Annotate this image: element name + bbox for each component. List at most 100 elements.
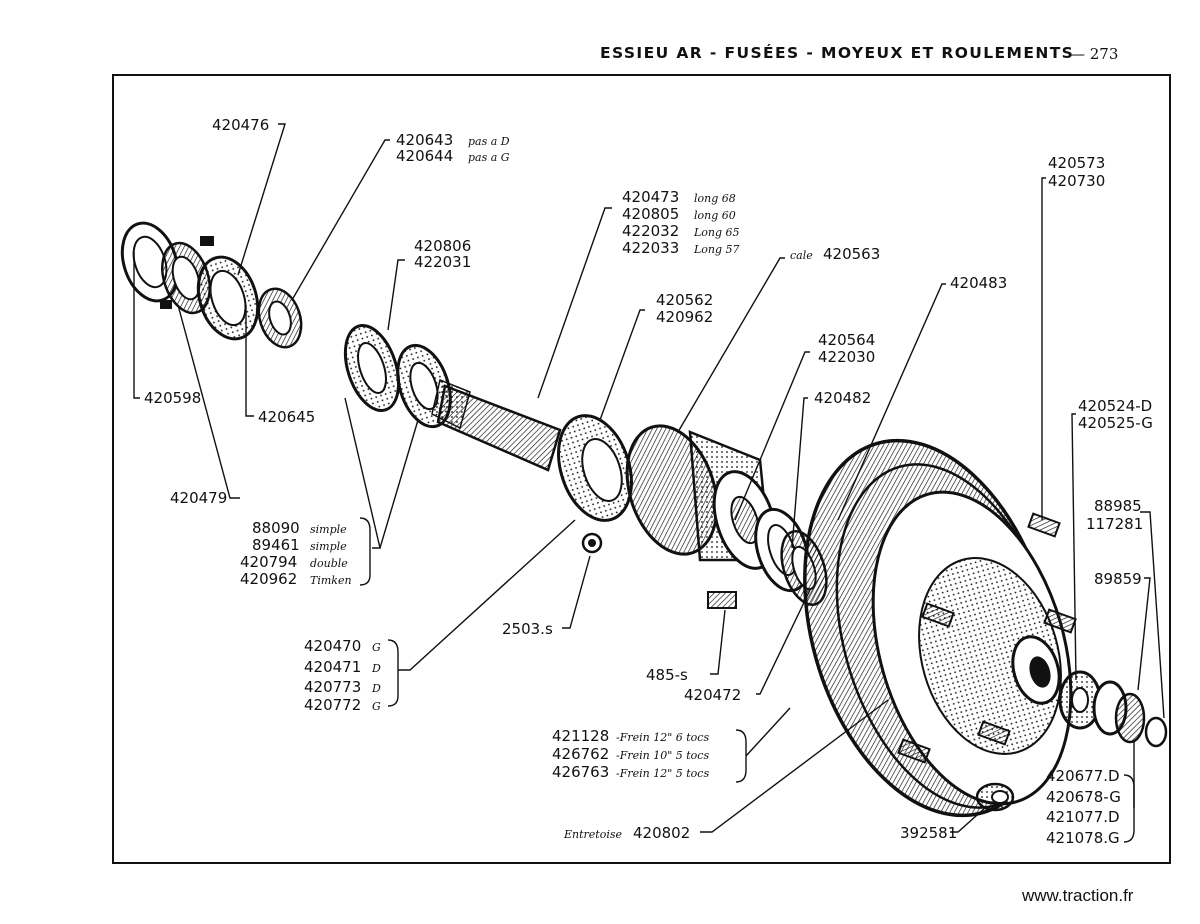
svg-text:89859: 89859 [1094,570,1142,588]
svg-text:420470: 420470 [304,637,361,655]
svg-text:420598: 420598 [144,389,201,407]
part-label-420476: 420476 [212,116,269,134]
svg-text:pas a G: pas a G [468,151,510,164]
svg-text:pas a D: pas a D [468,135,510,148]
svg-text:88985: 88985 [1094,497,1142,515]
svg-text:420476: 420476 [212,116,269,134]
svg-text:422030: 422030 [818,348,875,366]
svg-text:420563: 420563 [823,245,880,263]
leader-lines [133,123,1165,843]
part-label-88985: 88985 117281 [1086,497,1143,533]
svg-text:G: G [372,700,381,713]
svg-text:420962: 420962 [240,570,297,588]
part-label-420802: Entretoise 420802 [563,824,690,842]
part-label-420643: 420643 pas a D 420644 pas a G [396,131,510,165]
outer-bearing [557,414,633,522]
part-label-420598: 420598 [144,389,201,407]
svg-text:420772: 420772 [304,696,361,714]
part-label-420473: 420473 long 68 420805 long 60 422032 Lon… [622,188,740,257]
svg-text:cale: cale [790,249,813,262]
part-label-420573: 420573 420730 [1048,154,1105,190]
svg-text:420472: 420472 [684,686,741,704]
svg-text:420524-D: 420524-D [1078,397,1152,415]
svg-text:420802: 420802 [633,824,690,842]
svg-text:420473: 420473 [622,188,679,206]
svg-text:420643: 420643 [396,131,453,149]
page-header: ESSIEU AR - FUSÉES - MOYEUX ET ROULEMENT… [600,44,1160,68]
svg-text:-Frein 12" 5 tocs: -Frein 12" 5 tocs [616,767,709,780]
diagram-frame [112,74,1171,864]
svg-text:420479: 420479 [170,489,227,507]
stub-axle-spindle [431,378,562,472]
brake-drum [803,438,1077,818]
svg-text:422032: 422032 [622,222,679,240]
svg-text:420482: 420482 [814,389,871,407]
svg-text:422033: 422033 [622,239,679,257]
svg-text:420644: 420644 [396,147,453,165]
svg-text:G: G [372,641,381,654]
svg-text:-Frein 10" 5 tocs: -Frein 10" 5 tocs [616,749,709,762]
site-url: www.traction.fr [1022,886,1134,905]
part-label-420562: 420562 420962 [656,291,713,326]
svg-text:Long 65: Long 65 [693,226,740,239]
part-label-485: 485-s [646,666,688,684]
svg-text:420573: 420573 [1048,154,1105,172]
svg-text:89461: 89461 [252,536,300,554]
page-title: ESSIEU AR - FUSÉES - MOYEUX ET ROULEMENT… [600,44,1075,62]
svg-text:485-s: 485-s [646,666,688,684]
svg-text:426763: 426763 [552,763,609,781]
small-nut [581,532,603,554]
svg-text:double: double [310,557,348,570]
wheel-nut-stack [1058,670,1168,748]
part-label-392581: 392581 [900,824,957,842]
svg-text:420794: 420794 [240,553,297,571]
svg-text:117281: 117281 [1086,515,1143,533]
svg-text:420562: 420562 [656,291,713,309]
svg-text:420805: 420805 [622,205,679,223]
svg-text:420730: 420730 [1048,172,1105,190]
svg-text:D: D [371,662,381,675]
svg-text:420525-G: 420525-G [1078,414,1153,432]
bearing-ring-small [257,287,303,349]
svg-text:421078.G: 421078.G [1046,829,1120,847]
part-label-420479: 420479 [170,489,227,507]
svg-text:420773: 420773 [304,678,361,696]
svg-text:simple: simple [310,523,347,536]
wheel-studs [897,512,1077,764]
svg-text:392581: 392581 [900,824,957,842]
svg-text:Entretoise: Entretoise [563,828,623,841]
svg-text:Long 57: Long 57 [693,243,740,256]
part-label-420645: 420645 [258,408,315,426]
svg-text:420645: 420645 [258,408,315,426]
part-label-420563: cale 420563 [790,245,880,263]
part-label-420472: 420472 [684,686,741,704]
svg-text:2503.s: 2503.s [502,620,553,638]
svg-text:421077.D: 421077.D [1046,808,1120,826]
svg-text:426762: 426762 [552,745,609,763]
part-label-421128: 421128 -Frein 12" 6 tocs 426762 -Frein 1… [552,727,709,781]
svg-text:88090: 88090 [252,519,300,537]
svg-text:420962: 420962 [656,308,713,326]
svg-text:421128: 421128 [552,727,609,745]
svg-text:long 60: long 60 [694,209,736,222]
svg-text:422031: 422031 [414,253,471,271]
part-label-420482: 420482 [814,389,871,407]
part-label-420564: 420564 422030 [818,331,875,366]
svg-text:420678-G: 420678-G [1046,788,1121,806]
page-number: — 273 [1070,45,1119,63]
svg-text:420471: 420471 [304,658,361,676]
svg-text:Timken: Timken [310,574,352,587]
part-label-420677: 420677.D 420678-G 421077.D 421078.G [1046,767,1121,847]
part-label-420483: 420483 [950,274,1007,292]
svg-text:420564: 420564 [818,331,875,349]
svg-text:-Frein 12" 6 tocs: -Frein 12" 6 tocs [616,731,709,744]
part-label-420806: 420806 422031 [414,237,471,271]
part-label-420524: 420524-D 420525-G [1078,397,1153,432]
svg-text:simple: simple [310,540,347,553]
svg-text:420483: 420483 [950,274,1007,292]
wheel-nut-392581 [975,782,1015,812]
part-label-420470: 420470 G 420471 D 420773 D 420772 G [304,637,381,714]
part-label-88090: 88090 simple 89461 simple 420794 double … [240,519,352,588]
bolt-485 [707,591,737,609]
